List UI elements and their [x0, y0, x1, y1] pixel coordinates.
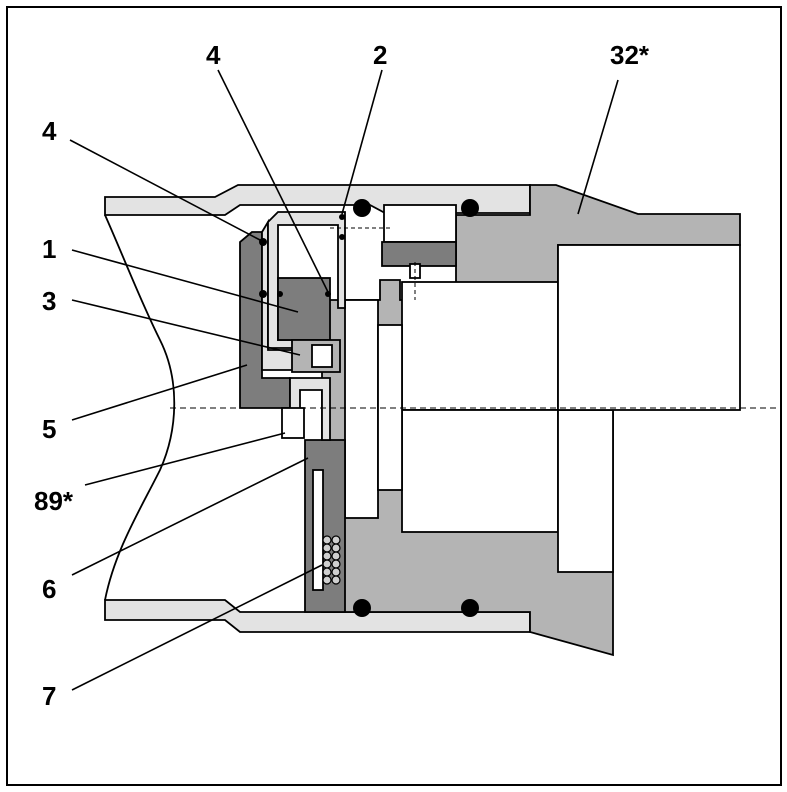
rod-slot	[312, 469, 324, 591]
small-seals	[259, 214, 345, 298]
rod-part-6	[304, 439, 346, 613]
part-3-gap	[311, 344, 333, 368]
callout-7: 7	[42, 681, 56, 711]
callout-3: 3	[42, 286, 56, 316]
o-rings	[353, 199, 479, 617]
callout-4-left: 4	[42, 116, 57, 146]
top-pocket	[383, 204, 457, 243]
callout-89: 89*	[34, 486, 74, 516]
leader-lines	[69, 69, 619, 691]
break-line	[104, 214, 176, 601]
rib-1	[344, 299, 379, 519]
callout-4-top: 4	[206, 40, 221, 70]
housing-cavity-upper	[401, 281, 559, 411]
callout-2: 2	[373, 40, 387, 70]
callout-32: 32*	[610, 40, 650, 70]
spring-part-7	[322, 535, 341, 585]
housing-cavity-step	[557, 409, 614, 573]
housing-cavity-right	[557, 244, 741, 411]
top-pocket-insert	[381, 241, 457, 267]
callout-1: 1	[42, 234, 56, 264]
callout-6: 6	[42, 574, 56, 604]
part-89	[281, 407, 305, 439]
callout-5: 5	[42, 414, 56, 444]
housing-cavity-lower	[401, 409, 559, 533]
